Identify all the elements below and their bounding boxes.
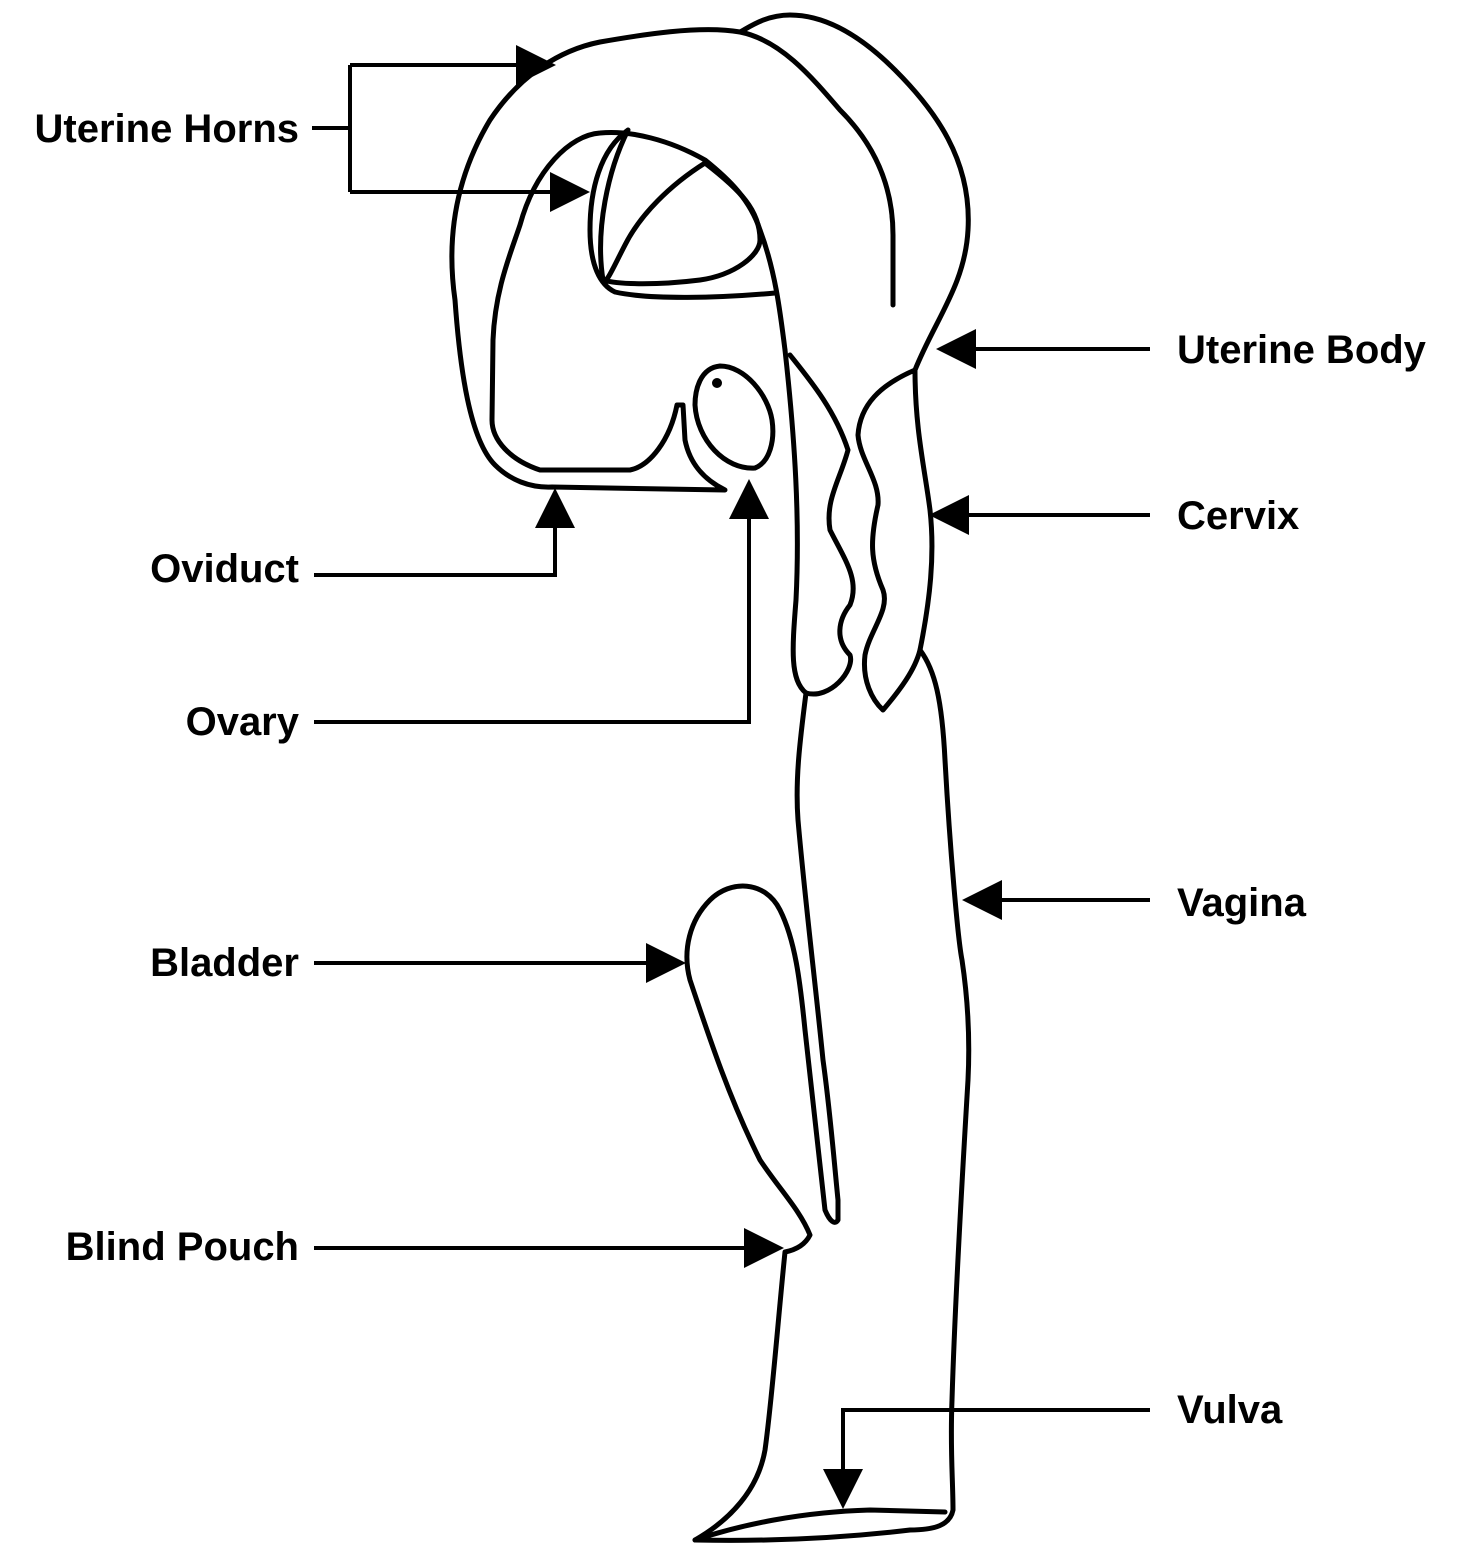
label-cervix: Cervix: [1177, 494, 1299, 538]
uterine-horn-outer-shape: [740, 15, 968, 370]
ovary-follicle-dot: [712, 378, 722, 388]
label-oviduct: Oviduct: [150, 547, 299, 591]
cervix-fold-right: [858, 370, 932, 710]
label-uterine-body: Uterine Body: [1177, 328, 1427, 372]
uterine-horn-front-shape: [452, 30, 893, 490]
vagina-right-edge: [695, 650, 969, 1540]
label-blind-pouch: Blind Pouch: [66, 1225, 299, 1269]
label-vagina: Vagina: [1177, 881, 1307, 925]
label-uterine-horns: Uterine Horns: [35, 107, 300, 151]
label-vulva: Vulva: [1177, 1388, 1283, 1432]
label-bladder: Bladder: [150, 941, 299, 985]
ovary-arrow: [314, 483, 749, 722]
vulva-arrow: [843, 1410, 1150, 1505]
organ-outlines: [452, 15, 969, 1540]
label-ovary: Ovary: [186, 700, 300, 744]
ovary-shape: [695, 366, 773, 468]
uterine-horn-inner-lobe: [590, 130, 775, 297]
leader-lines: [312, 65, 1150, 1505]
labels: Uterine Horns Uterine Body Cervix Oviduc…: [35, 107, 1427, 1432]
uterine-body-left-edge: [687, 350, 838, 1540]
oviduct-arrow: [314, 492, 555, 575]
